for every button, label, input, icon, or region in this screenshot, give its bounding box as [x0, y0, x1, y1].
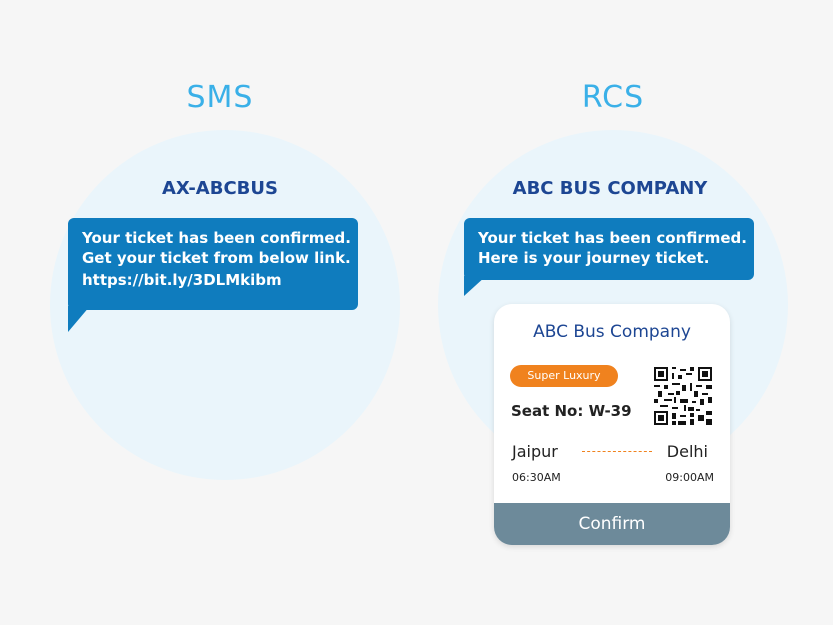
departure-time: 06:30AM — [512, 471, 561, 484]
sms-sender: AX-ABCBUS — [162, 178, 278, 199]
arrival-time: 09:00AM — [665, 471, 714, 484]
sms-heading: SMS — [186, 80, 254, 115]
rcs-bubble-tail — [464, 276, 486, 296]
qr-code-icon — [654, 367, 712, 425]
rcs-heading: RCS — [581, 80, 645, 115]
sms-message-line-2: Get your ticket from below link. — [82, 249, 351, 267]
sms-message-line-1: Your ticket has been confirmed. — [82, 229, 351, 247]
sms-message-link[interactable]: https://bit.ly/3DLMkibm — [82, 271, 282, 289]
origin-city: Jaipur — [512, 442, 558, 461]
rcs-sender: ABC BUS COMPANY — [512, 178, 708, 199]
route-dashed-line — [582, 451, 652, 452]
sms-message-bubble: Your ticket has been confirmed. Get your… — [68, 218, 358, 310]
ticket-card-title: ABC Bus Company — [533, 322, 691, 342]
seat-number: Seat No: W-39 — [511, 402, 632, 420]
ticket-card: ABC Bus Company Super Luxury Seat No: W-… — [494, 304, 730, 545]
rcs-message-line-2: Here is your journey ticket. — [478, 249, 710, 267]
sms-bubble-tail — [68, 306, 90, 332]
destination-city: Delhi — [666, 442, 708, 461]
rcs-message-bubble: Your ticket has been confirmed. Here is … — [464, 218, 754, 280]
ticket-class-badge: Super Luxury — [510, 365, 618, 387]
confirm-button[interactable]: Confirm — [494, 503, 730, 545]
rcs-message-line-1: Your ticket has been confirmed. — [478, 229, 747, 247]
